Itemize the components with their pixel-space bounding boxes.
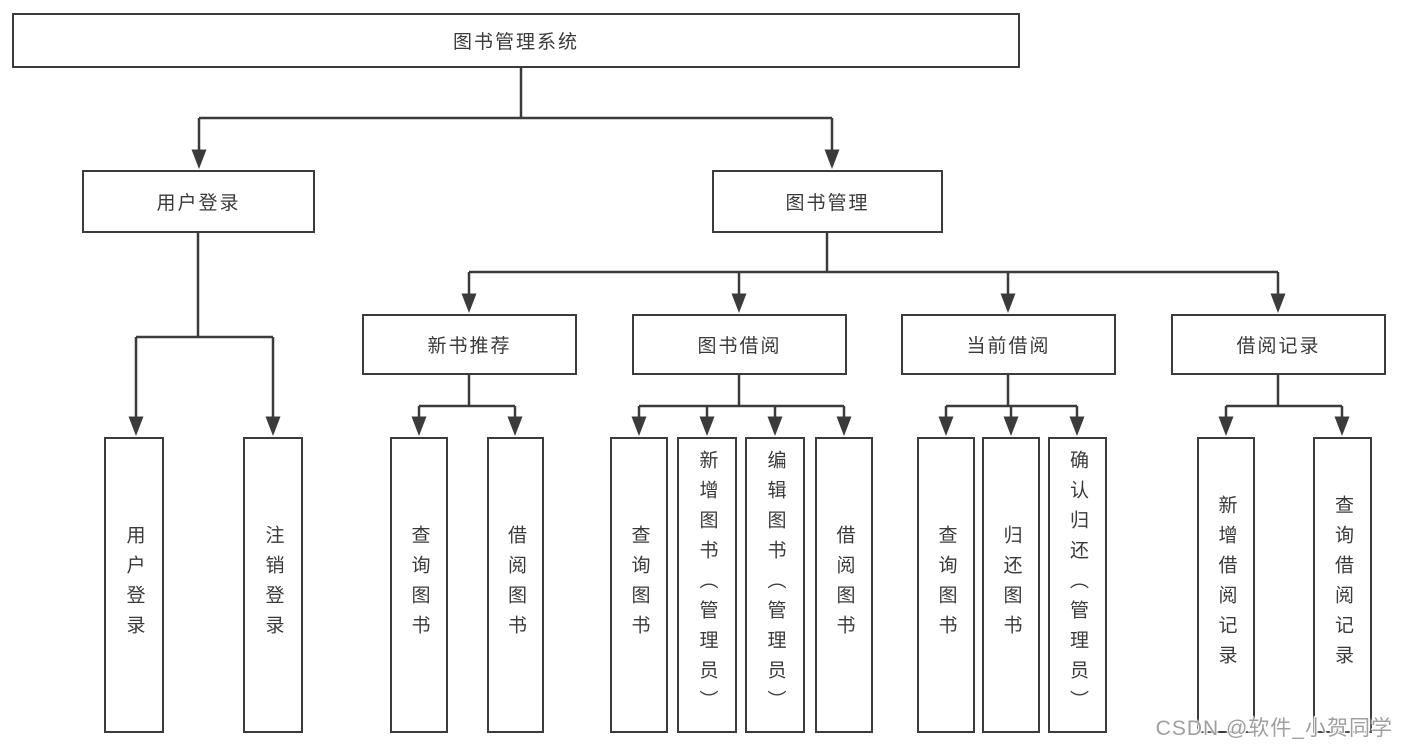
node-new-book-recommend: 新书推荐 [362, 314, 577, 375]
node-library-system: 图书管理系统 [12, 13, 1020, 68]
leaf-logout: 注销登录 [243, 437, 303, 733]
node-book-borrow: 图书借阅 [632, 314, 847, 375]
leaf-borrow-add-books-admin: 新增图书（管理员） [677, 437, 737, 733]
leaf-records-query-record: 查询借阅记录 [1313, 437, 1372, 733]
arrowheads [128, 149, 1350, 436]
node-current-borrow: 当前借阅 [901, 314, 1116, 375]
leaf-borrow-borrow-books: 借阅图书 [815, 437, 873, 733]
leaf-borrow-edit-books-admin: 编辑图书（管理员） [745, 437, 805, 733]
csdn-watermark: CSDN @软件_小贺同学 [1155, 717, 1393, 740]
node-book-management: 图书管理 [712, 170, 943, 233]
leaf-current-query-books: 查询图书 [917, 437, 975, 733]
node-user-login: 用户登录 [82, 170, 315, 233]
leaf-newrec-borrow-books: 借阅图书 [487, 437, 544, 733]
leaf-borrow-query-books: 查询图书 [610, 437, 668, 733]
leaf-user-login: 用户登录 [104, 437, 164, 733]
leaf-current-return-books: 归还图书 [982, 437, 1040, 733]
leaf-newrec-query-books: 查询图书 [390, 437, 448, 733]
leaf-records-add-record: 新增借阅记录 [1197, 437, 1255, 733]
leaf-current-confirm-return-admin: 确认归还（管理员） [1048, 437, 1107, 733]
node-borrow-records: 借阅记录 [1171, 314, 1386, 375]
